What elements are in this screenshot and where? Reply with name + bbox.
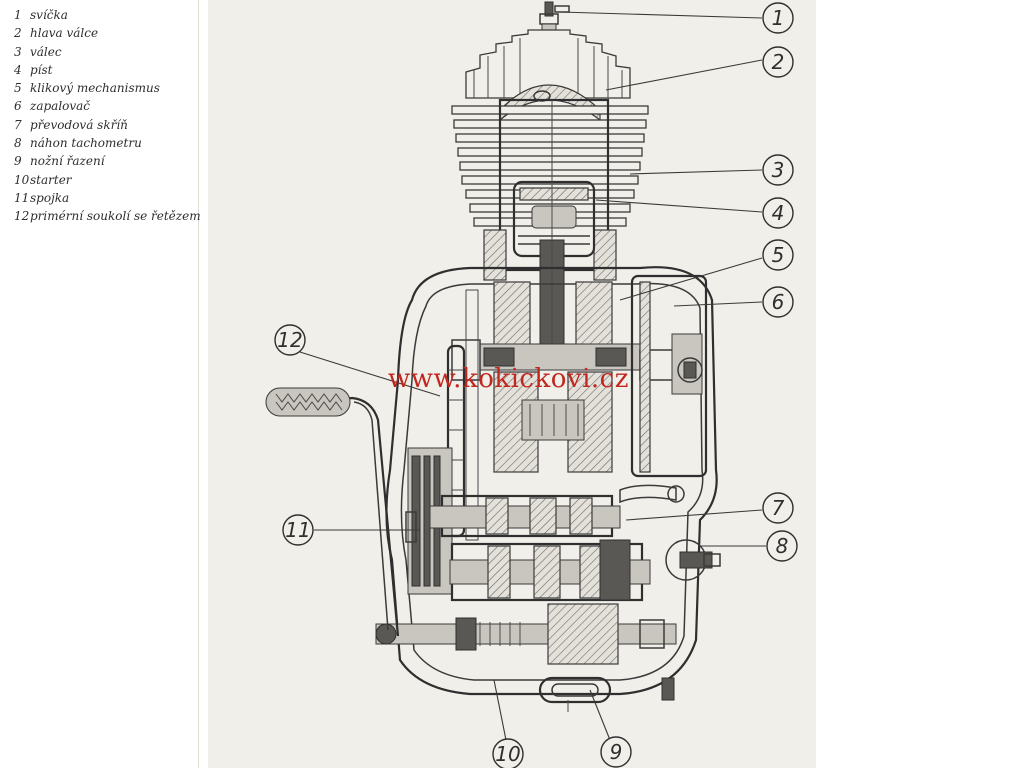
legend-item: 12primérní soukolí se řetězem [14,207,201,225]
legend-label: převodová skříň [30,117,128,132]
leader-lines [299,11,766,741]
svg-text:1: 1 [772,6,785,30]
kickstart-lever [265,387,400,637]
legend-item: 8 náhon tachometru [14,134,201,152]
legend-number: 8 [14,136,22,151]
legend-label: svíčka [30,8,68,22]
svg-text:6: 6 [772,290,785,314]
legend-number: 1 [14,8,22,22]
callout-3: 3 [762,154,794,186]
legend-number: 6 [14,99,22,114]
legend-item: 3 válec [14,43,201,61]
parts-legend: 1 svíčka 2 hlava válce 3 válec 4 píst 5 klikový m… [14,6,201,226]
sheet-fold-line [198,0,199,768]
svg-text:9: 9 [610,740,623,764]
callout-6: 6 [762,286,794,318]
crankcase [385,266,718,696]
legend-item: 5 klikový mechanismus [14,79,201,97]
callout-12: 12 [274,324,306,356]
site-watermark: www.kokickovi.cz [388,364,629,394]
legend-label: primérní soukolí se řetězem [30,209,201,224]
legend-item: 9 nožní řazení [14,152,201,170]
legend-item: 10starter [14,171,201,189]
svg-text:5: 5 [772,243,785,267]
legend-number: 4 [14,62,22,77]
svg-text:12: 12 [277,328,302,352]
svg-text:2: 2 [772,50,785,74]
legend-item: 2 hlava válce [14,24,201,42]
callout-4: 4 [762,197,794,229]
legend-label: zapalovač [30,99,91,114]
legend-label: nožní řazení [30,154,105,169]
svg-text:10: 10 [495,742,520,766]
kickstarter-shaft [375,603,677,665]
crankshaft [451,281,701,473]
legend-number: 11 [14,190,30,205]
callout-8: 8 [766,530,798,562]
legend-item: 11spojka [14,189,201,207]
legend-number: 12 [14,209,30,224]
svg-text:11: 11 [285,518,310,542]
callout-1: 1 [762,2,794,34]
legend-label: starter [30,172,72,187]
legend-label: náhon tachometru [30,136,142,151]
svg-text:4: 4 [772,201,785,225]
callout-2: 2 [762,46,794,78]
legend-item: 4 píst [14,61,201,79]
legend-number: 3 [14,44,22,59]
legend-item: 1 svíčka [14,6,201,24]
ignition-magneto [630,274,708,478]
foot-shift [538,676,675,712]
legend-label: hlava válce [30,26,99,41]
legend-item: 7 převodová skříň [14,116,201,134]
cylinder-head [465,29,631,122]
piston [512,180,596,258]
legend-label: klikový mechanismus [30,81,160,96]
callout-11: 11 [282,514,314,546]
callout-10: 10 [492,738,524,768]
legend-label: spojka [30,190,70,205]
callout-9: 9 [600,736,632,768]
svg-text:8: 8 [776,534,789,558]
svg-text:3: 3 [772,158,785,182]
callout-5: 5 [762,239,794,271]
callout-7: 7 [762,492,794,524]
svg-text:7: 7 [772,496,785,520]
legend-label: válec [30,44,62,59]
speedometer-drive [665,539,721,581]
legend-number: 2 [14,26,22,41]
legend-number: 10 [14,172,30,187]
legend-number: 5 [14,81,22,96]
legend-item: 6 zapalovač [14,97,201,115]
gearbox [429,484,685,602]
legend-number: 9 [14,154,22,169]
legend-number: 7 [14,117,22,132]
legend-label: píst [30,62,53,77]
